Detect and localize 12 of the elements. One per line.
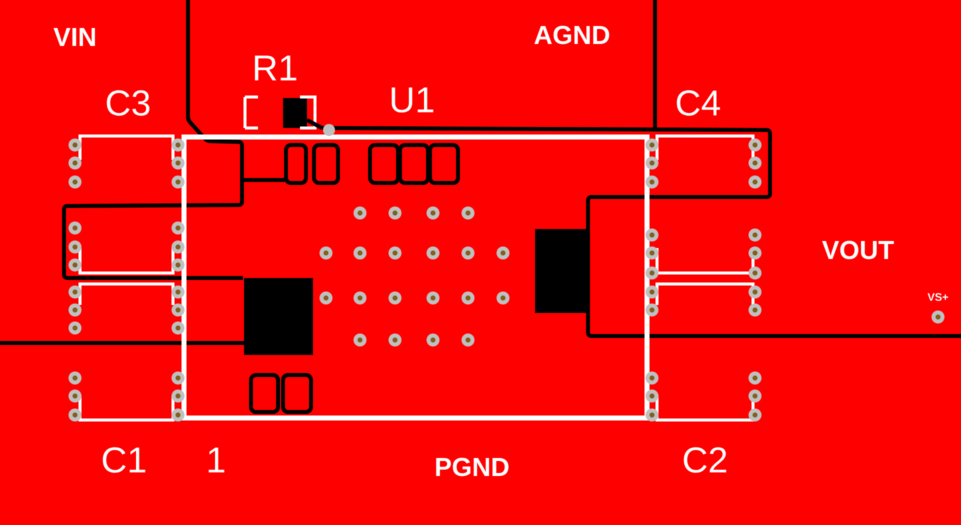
net-label: VIN bbox=[54, 28, 95, 46]
test-point-label: VS+ bbox=[928, 293, 948, 301]
net-label: PGND bbox=[436, 458, 508, 476]
reference-designator: C2 bbox=[684, 447, 726, 473]
net-label: VOUT bbox=[822, 240, 894, 260]
net-label: AGND bbox=[534, 26, 610, 44]
reference-designator: U1 bbox=[392, 87, 434, 113]
reference-designator: C4 bbox=[676, 90, 720, 116]
pin-one-marker: 1 bbox=[208, 448, 224, 472]
reference-designator: C1 bbox=[102, 447, 146, 473]
reference-designator: R1 bbox=[254, 56, 296, 80]
reference-designator: C3 bbox=[106, 90, 150, 116]
